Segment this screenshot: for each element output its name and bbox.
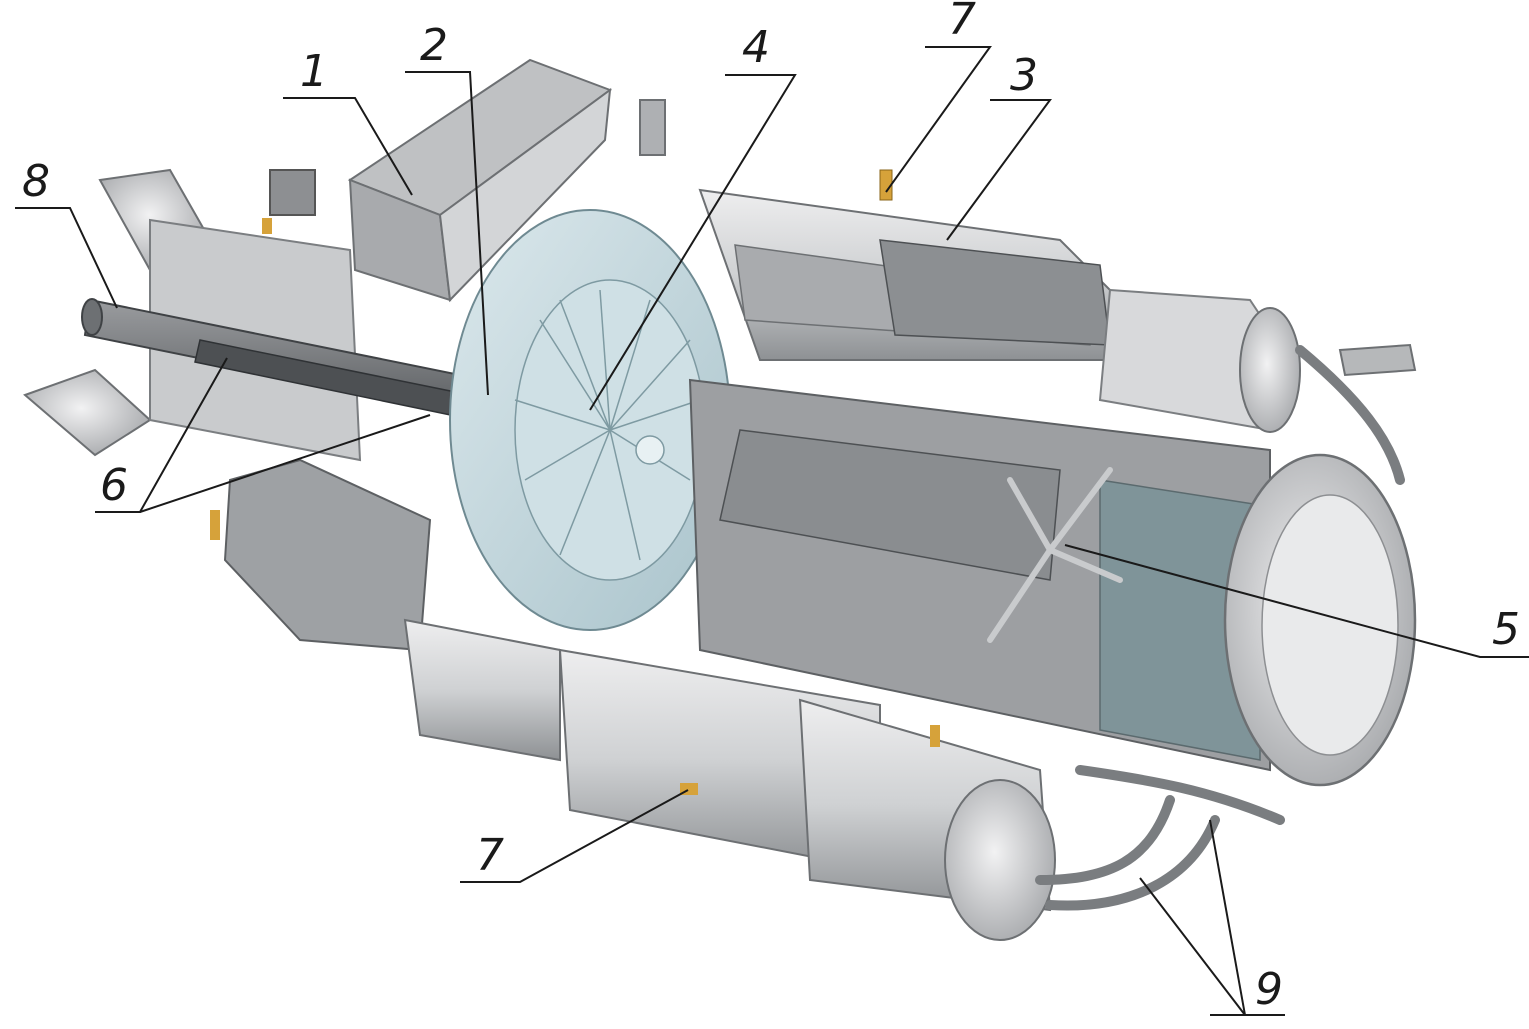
leader-lines <box>15 46 1529 1016</box>
left-inlet-assembly <box>23 168 362 462</box>
exhaust-duct <box>688 378 1417 787</box>
compressor-section <box>449 209 731 631</box>
callout-7-bottom: 7 <box>476 830 504 881</box>
inlet-duct <box>347 58 613 303</box>
callout-1: 1 <box>300 46 328 97</box>
callout-7-top: 7 <box>948 0 976 45</box>
callout-3: 3 <box>1010 50 1038 101</box>
callout-5: 5 <box>1492 604 1520 655</box>
fuel-pipework <box>1035 345 1405 911</box>
callout-9: 9 <box>1255 964 1283 1015</box>
callout-6: 6 <box>100 460 128 511</box>
callout-2: 2 <box>420 20 448 71</box>
shaft-assembly <box>81 298 471 419</box>
lower-housing <box>210 458 561 762</box>
upper-fittings <box>639 99 1417 377</box>
gas-turbine-illustration <box>23 58 1417 941</box>
combustor-lower <box>558 648 1056 941</box>
callout-8: 8 <box>22 156 50 207</box>
callout-4: 4 <box>742 22 770 73</box>
combustor-upper <box>698 188 1301 433</box>
